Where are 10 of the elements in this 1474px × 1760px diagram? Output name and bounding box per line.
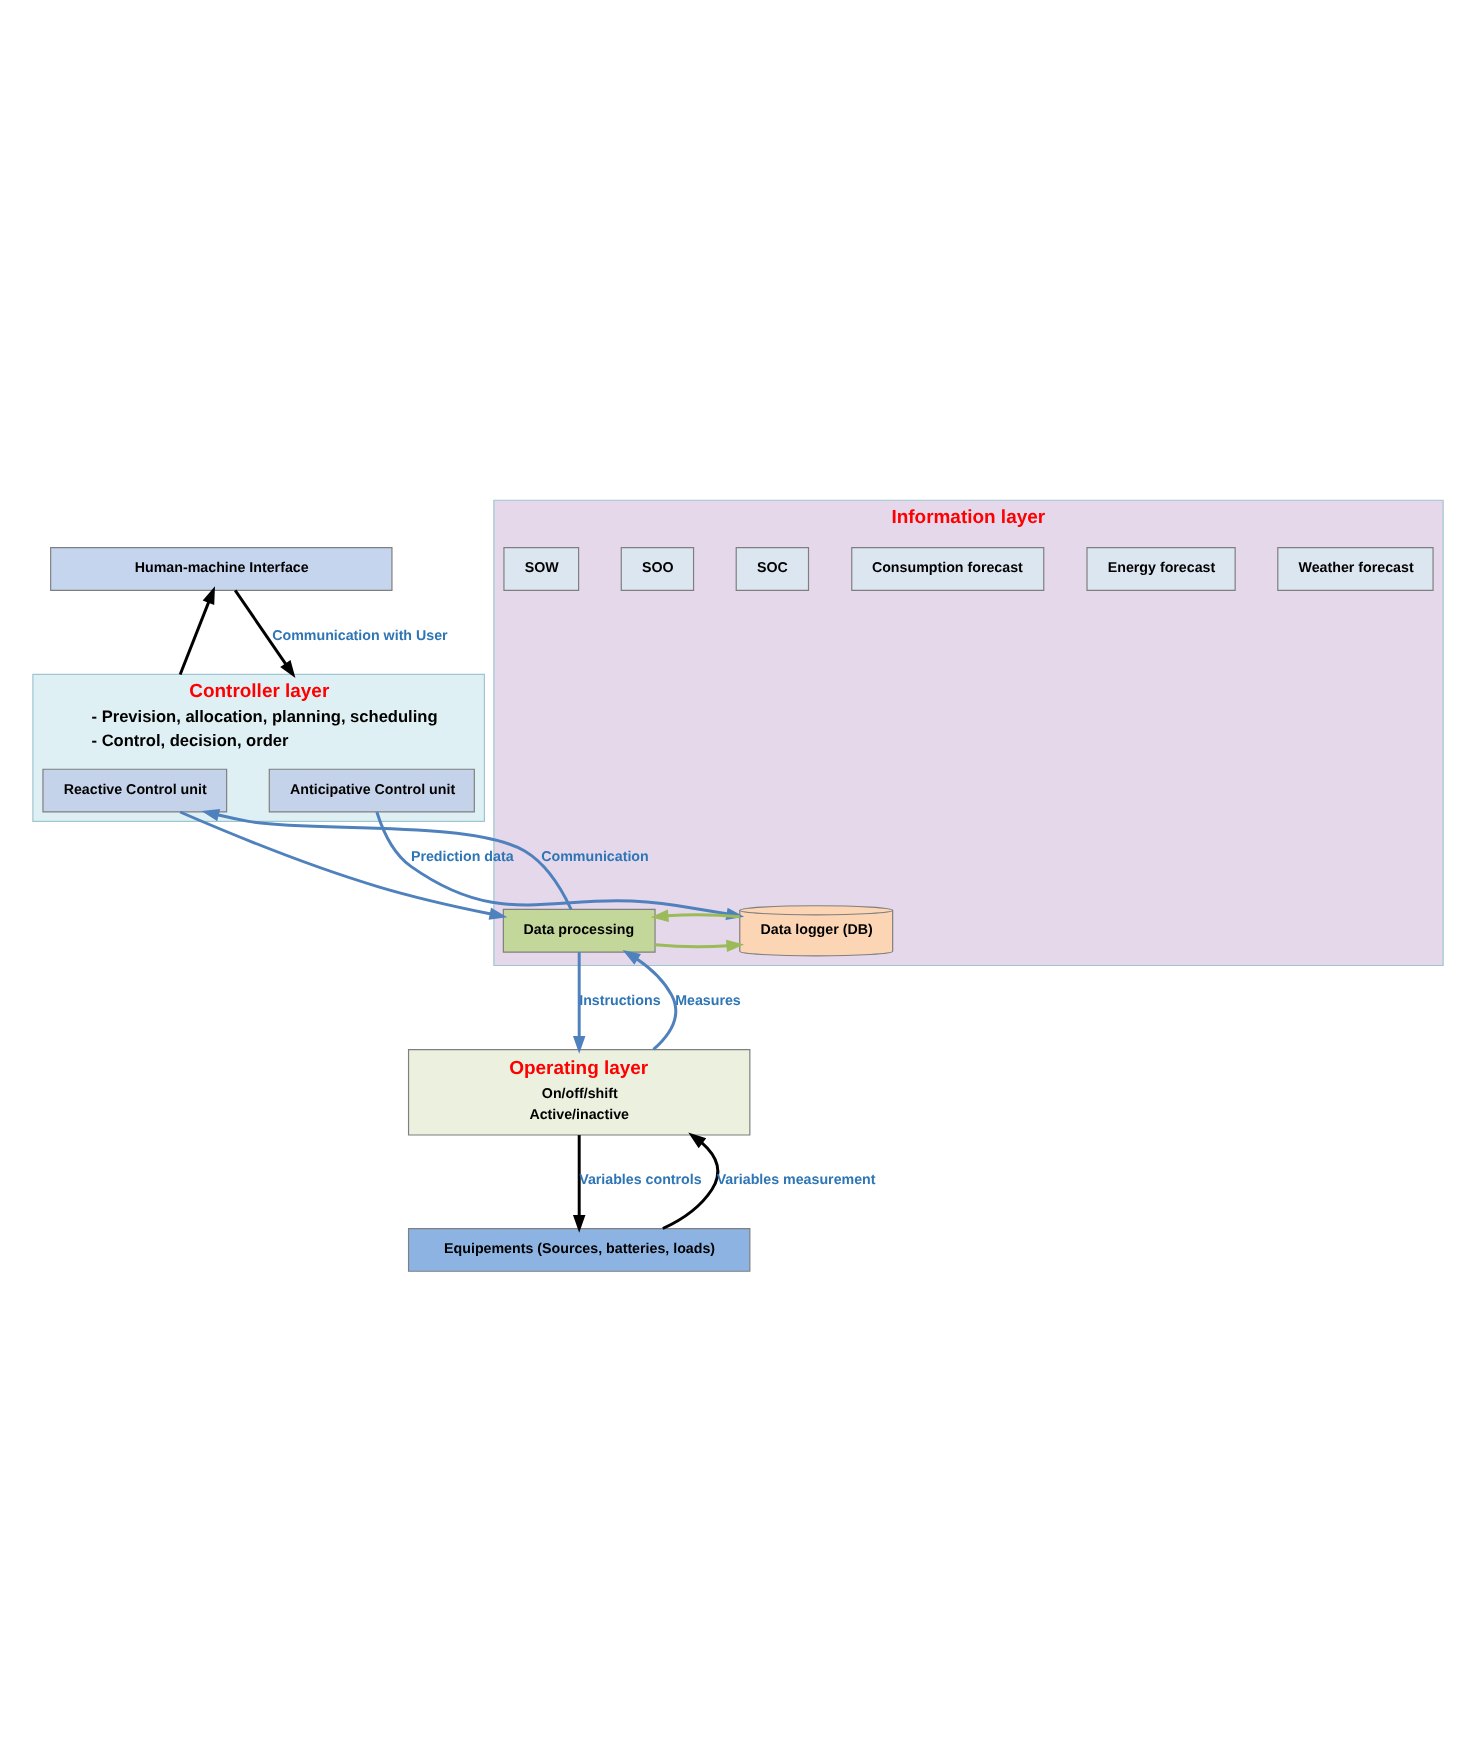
arrow <box>649 908 739 921</box>
arrow <box>571 951 585 1053</box>
arrow <box>232 588 295 678</box>
arrow <box>177 585 214 674</box>
arrow <box>200 808 572 909</box>
arrow <box>571 1134 585 1232</box>
arrow <box>621 948 677 1050</box>
arrow <box>178 809 507 919</box>
arrow <box>654 938 744 952</box>
arrow <box>661 1131 719 1229</box>
